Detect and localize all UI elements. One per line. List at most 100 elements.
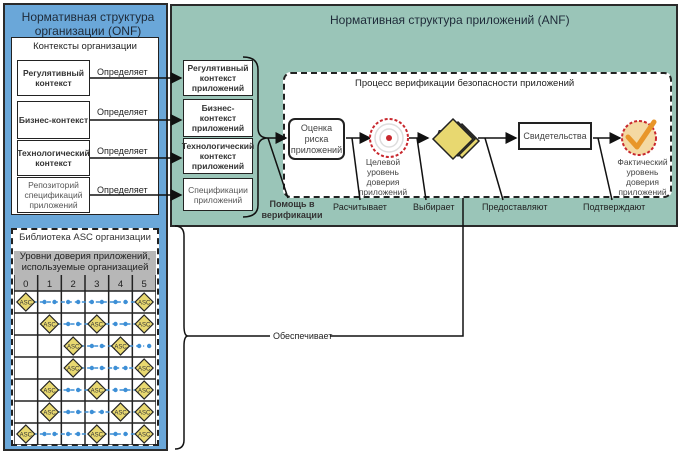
level-dot [75,387,81,393]
level-label: 5 [142,279,147,290]
level-label: 0 [23,279,28,290]
asc-label: ASC [20,301,33,307]
asc-icon [15,424,36,444]
asc-icon [39,314,60,334]
asc-label: ASC [114,345,127,351]
asc-label: ASC [91,433,104,439]
asc-label: ASC [20,433,33,439]
help-verification-label: Помощь в верификации [261,199,323,220]
level-dot [113,321,118,327]
level-dot [123,365,128,371]
evidence-step: Свидетельства [518,122,592,150]
asc-icon [134,424,155,444]
asc-label: ASC [43,389,56,395]
asc-label: ASC [43,323,56,329]
edge-label-defines-4: Определяет [97,185,148,195]
asc-label: ASC [67,367,80,373]
asc-library-title: Библиотека ASC организации [19,232,151,243]
asc-label: ASC [138,367,151,373]
level-dot [89,409,95,415]
asc-icon [134,402,155,422]
asc-icon [39,402,60,422]
level-label: 4 [118,279,123,290]
level-dot [113,387,118,393]
asc-icon [110,336,131,356]
level-dot [52,431,57,437]
asc-label: ASC [138,301,151,307]
level-label: 1 [47,279,52,290]
level-dot [146,343,152,349]
level-dot [123,431,128,437]
level-dot [99,365,105,371]
app-specifications: Спецификации приложений [183,178,253,211]
edge-label-provides: Обеспечивает [270,331,336,341]
edge-label-provide: Предоставляют [482,202,548,212]
level-dot [52,299,57,305]
level-dot [65,409,71,415]
asc-icon [86,314,107,334]
anf-title: Нормативная структура приложений (ANF) [330,13,570,27]
level-dot [89,299,95,305]
level-dot [42,431,47,437]
asc-label: ASC [138,323,151,329]
level-dot [99,299,105,305]
level-dot [123,387,128,393]
asc-icon [134,314,155,334]
asc-label: ASC [43,411,56,417]
app-context-technology: Технологический контекст приложений [182,138,254,174]
verification-process-title: Процесс верификации безопасности приложе… [355,78,575,89]
asc-icon [86,424,107,444]
level-label: 2 [71,279,76,290]
level-dot [113,365,118,371]
asc-label: ASC [114,411,127,417]
context-regulatory: Регулятивный контекст [17,60,90,96]
level-dot [123,299,128,305]
edge-label-calculates: Расчитывает [333,202,387,212]
asc-icon [86,380,107,400]
context-technology: Технологический контекст [17,140,90,176]
asc-label: ASC [138,389,151,395]
level-dot [65,299,71,305]
asc-label: ASC [91,323,104,329]
asc-icon [134,292,155,312]
level-dot [89,365,95,371]
app-context-regulatory: Регулятивный контекст приложений [183,60,253,96]
edge-label-defines-2: Определяет [97,107,148,117]
asc-label: ASC [138,433,151,439]
edge-label-defines-3: Определяет [97,146,148,156]
asc-label: ASC [67,345,80,351]
org-contexts-title: Контексты организации [33,41,137,52]
edge-label-selects: Выбирает [413,202,455,212]
process-asc-label: ASC [436,129,458,140]
level-dot [65,431,71,437]
level-dot [113,431,118,437]
level-dot [123,321,128,327]
level-dot [75,431,81,437]
actual-level-label: Фактический уровень доверия приложений [617,157,668,197]
edge-label-defines-1: Определяет [97,67,148,77]
risk-assessment-step: Оценка риска приложений [288,118,345,160]
context-spec-repository: Репозиторий спецификаций приложений [17,177,90,213]
asc-icon [15,292,36,312]
target-level-label: Целевой уровень доверия приложений [358,157,408,197]
asc-icon [39,380,60,400]
onf-title: Нормативная структура организации (ONF) [21,10,155,38]
asc-label: ASC [138,411,151,417]
asc-icon [63,358,84,378]
app-context-business: Бизнес-контекст приложений [183,99,253,137]
level-dot [75,299,81,305]
level-dot [136,343,142,349]
level-dot [65,387,71,393]
level-dot [65,321,71,327]
library-brace [174,225,189,450]
level-dot [75,321,81,327]
context-business: Бизнес-контекст [17,101,90,139]
asc-icon [134,380,155,400]
levels-header-text: Уровни доверия приложений, используемые … [19,251,151,273]
edge-label-confirm: Подтверждают [583,202,646,212]
level-label: 3 [94,279,99,290]
asc-icon [63,336,84,356]
level-dot [42,299,47,305]
level-dot [75,409,81,415]
asc-icon [110,402,131,422]
